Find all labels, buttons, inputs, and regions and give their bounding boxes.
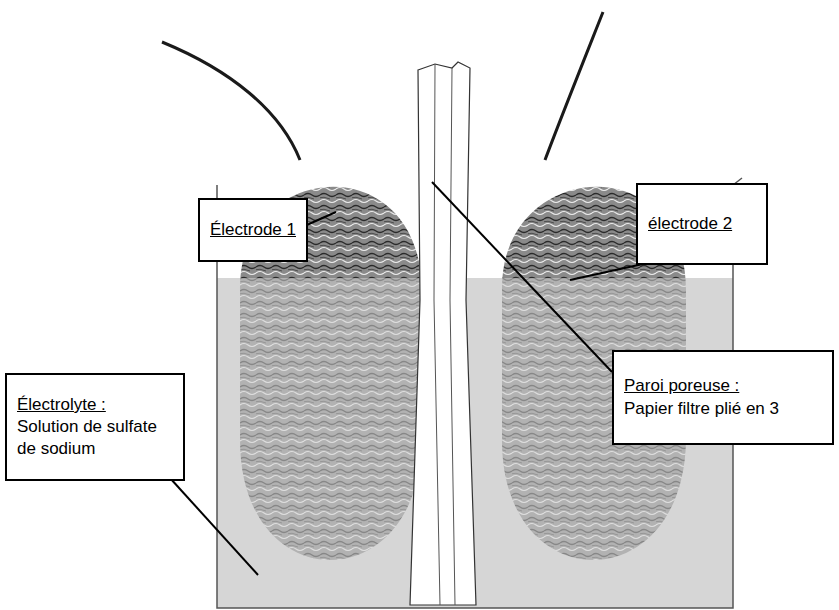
callout-heading: électrode 2 [648,213,756,235]
wire [545,12,603,160]
callout-text: Papier filtre plié en 3 [624,398,822,420]
callout-box: électrode 2 [636,183,768,265]
callout-box: Électrolyte :Solution de sulfate de sodi… [5,373,185,481]
callout-heading: Électrolyte : [17,394,173,416]
wire [162,42,300,160]
callout-heading: Paroi poreuse : [624,375,822,397]
leader-line [170,478,258,575]
filter-paper-fold [434,64,455,605]
callout-box: Électrode 1 [198,198,308,262]
filter-paper [410,62,476,605]
callout-heading: Électrode 1 [210,219,296,241]
callout-box: Paroi poreuse :Papier filtre plié en 3 [612,350,834,445]
callout-text: Solution de sulfate de sodium [17,416,173,460]
leader-line [432,182,612,372]
